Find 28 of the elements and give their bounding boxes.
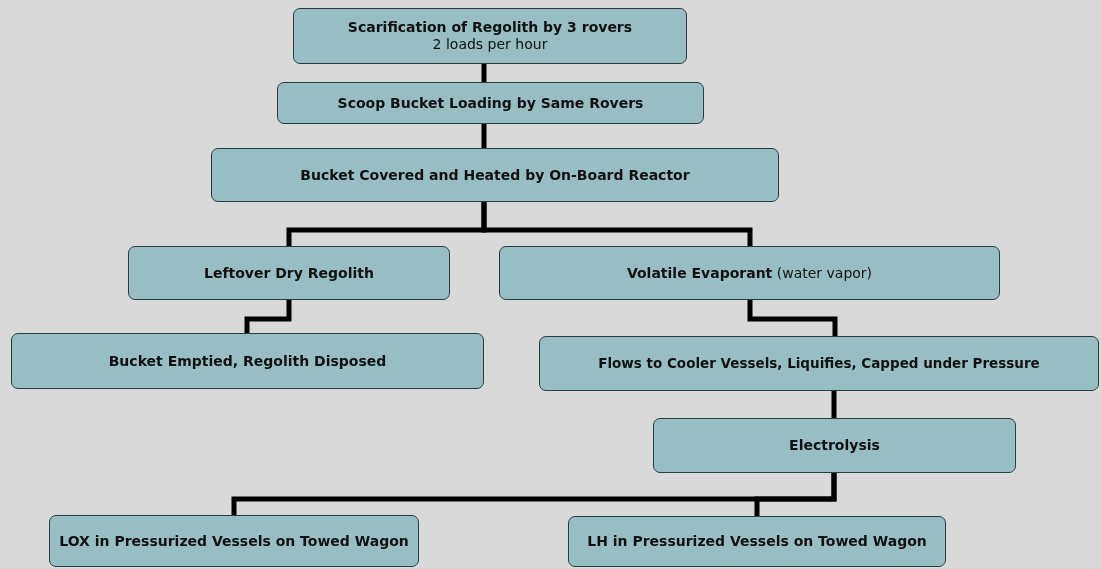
step-title: LH in Pressurized Vessels on Towed Wagon: [587, 533, 927, 550]
step-title: Volatile Evaporant (water vapor): [626, 264, 873, 282]
step-title: Flows to Cooler Vessels, Liquifies, Capped under Pressure: [598, 355, 1040, 372]
process-box: [211, 148, 779, 202]
connector-line: [481, 124, 487, 148]
connector-line: [481, 202, 753, 246]
process-box: [277, 82, 704, 124]
process-box: [11, 333, 484, 389]
connector-line: [831, 391, 837, 418]
connector-line: [244, 300, 292, 333]
process-box: [128, 246, 450, 300]
step-title: LOX in Pressurized Vessels on Towed Wagon: [59, 532, 409, 550]
process-box: [293, 8, 687, 64]
step-title: Scarification of Regolith by 3 rovers: [347, 19, 633, 36]
step-title: Bucket Emptied, Regolith Disposed: [108, 352, 387, 370]
process-box: [499, 246, 1000, 300]
connector-line: [481, 64, 487, 82]
connector-line: [747, 300, 838, 336]
connector-line: [754, 473, 837, 516]
step-title: Electrolysis: [789, 437, 880, 454]
process-box: [568, 516, 946, 567]
step-title: Scoop Bucket Loading by Same Rovers: [337, 94, 644, 112]
step-title: Bucket Covered and Heated by On-Board Reactor: [300, 166, 690, 184]
process-box: [539, 336, 1099, 391]
step-detail: 2 loads per hour: [432, 36, 548, 53]
process-box: [49, 515, 419, 567]
step-title: Leftover Dry Regolith: [204, 264, 374, 282]
process-box: [653, 418, 1016, 473]
